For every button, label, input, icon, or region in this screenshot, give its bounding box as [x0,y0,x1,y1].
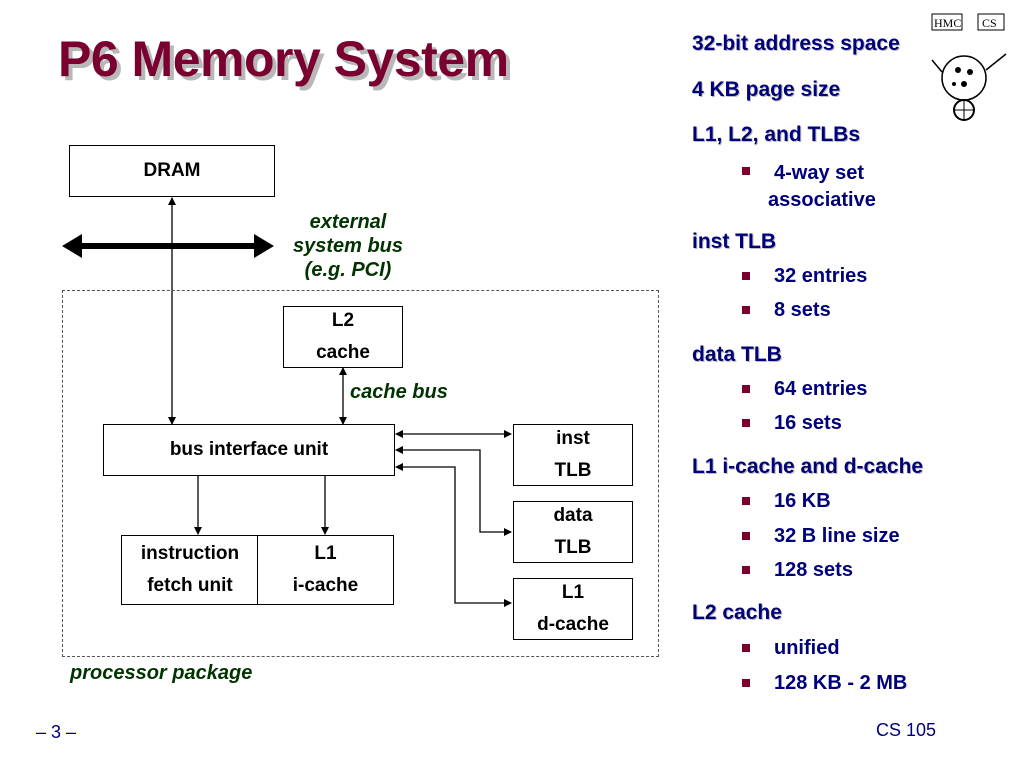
l1-dcache-label-line2: d-cache [537,614,609,635]
spec-heading-page-size: 4 KB page size [692,78,841,101]
external-bus-line2: system bus [292,235,404,257]
course-label: CS 105 [876,720,937,740]
spec-heading-l2-cache: L2 cache [692,601,782,624]
external-bus-arrow-left [62,234,82,258]
processor-package-label: processor package [70,662,253,684]
logo-text-cs: CS [982,16,997,30]
page-title: P6 Memory System [58,31,509,87]
bullet-icon [742,644,750,652]
spec-heading-l1-l2-tlbs: L1, L2, and TLBs [692,123,861,146]
l2-cache-box: L2 cache [283,306,403,368]
data-tlb-box: data TLB [513,501,633,563]
l1-icache-box: L1 i-cache [257,535,394,605]
spec-item-inst-tlb-sets: 8 sets [692,299,831,322]
spec-heading-address-space: 32-bit address space [692,32,900,55]
bus-interface-unit-box: bus interface unit [103,424,395,476]
data-tlb-label-line1: data [553,505,593,526]
spec-item-text: 32 B line size [774,525,900,547]
l2-cache-label-line1: L2 [331,310,355,331]
spec-item-4way: 4-way set associative [692,160,968,214]
spec-item-text: unified [774,637,840,659]
dram-box: DRAM [69,145,275,197]
spec-heading-l1-caches: L1 i-cache and d-cache [692,455,924,478]
bullet-icon [742,419,750,427]
l1-icache-label-line1: L1 [314,543,337,564]
spec-heading-inst-tlb: inst TLB [692,230,776,253]
processor-package-outline [62,290,659,657]
biu-dcache-connector [395,463,512,607]
dram-label: DRAM [143,160,201,181]
logo-text-hmc: HMC [934,16,961,30]
ifu-label-line1: instruction [140,543,240,564]
spec-item-l1-line-size: 32 B line size [692,525,900,548]
data-tlb-label-line2: TLB [554,537,592,558]
bullet-icon [742,532,750,540]
page-number: – 3 – [36,722,77,742]
external-bus-label: external system bus (e.g. PCI) [272,210,424,282]
bullet-icon [742,167,750,175]
spec-item-text: 16 sets [774,412,842,434]
spec-item-text: 64 entries [774,378,868,400]
bullet-icon [742,679,750,687]
spec-item-text: 128 KB - 2 MB [774,672,908,694]
l1-dcache-label-line1: L1 [561,582,585,603]
l1-dcache-box: L1 d-cache [513,578,633,640]
inst-tlb-box: inst TLB [513,424,633,486]
spec-item-l2-size: 128 KB - 2 MB [692,672,907,695]
cache-bus-label: cache bus [350,381,448,403]
l1-icache-label-line2: i-cache [292,575,359,596]
bullet-icon [742,385,750,393]
spec-item-text: 128 sets [774,559,853,581]
spec-item-l1-size: 16 KB [692,490,831,513]
spec-item-l1-sets: 128 sets [692,559,853,582]
spec-item-l2-unified: unified [692,637,840,660]
spec-item-4way-text: 4-way set associative [768,162,876,211]
spec-heading-data-tlb: data TLB [692,343,782,366]
spec-item-text: 16 KB [774,490,831,512]
spec-item-inst-tlb-entries: 32 entries [692,265,867,288]
ifu-label-line2: fetch unit [147,575,233,596]
spec-item-text: 8 sets [774,299,831,321]
bullet-icon [742,497,750,505]
hmc-cs-logo: HMC CS [928,10,1018,122]
inst-tlb-label-line2: TLB [554,460,592,481]
instruction-fetch-unit-box: instruction fetch unit [121,535,259,605]
bullet-icon [742,272,750,280]
external-bus-line3: (e.g. PCI) [304,259,392,281]
spec-item-data-tlb-entries: 64 entries [692,378,867,401]
l2-cache-label-line2: cache [316,342,370,363]
bus-interface-unit-label: bus interface unit [169,439,329,460]
spec-item-data-tlb-sets: 16 sets [692,412,842,435]
bullet-icon [742,566,750,574]
external-bus-arrow-right [254,234,274,258]
external-bus-line1: external [309,211,387,233]
inst-tlb-label-line1: inst [556,428,590,449]
bullet-icon [742,306,750,314]
spec-item-text: 32 entries [774,265,868,287]
